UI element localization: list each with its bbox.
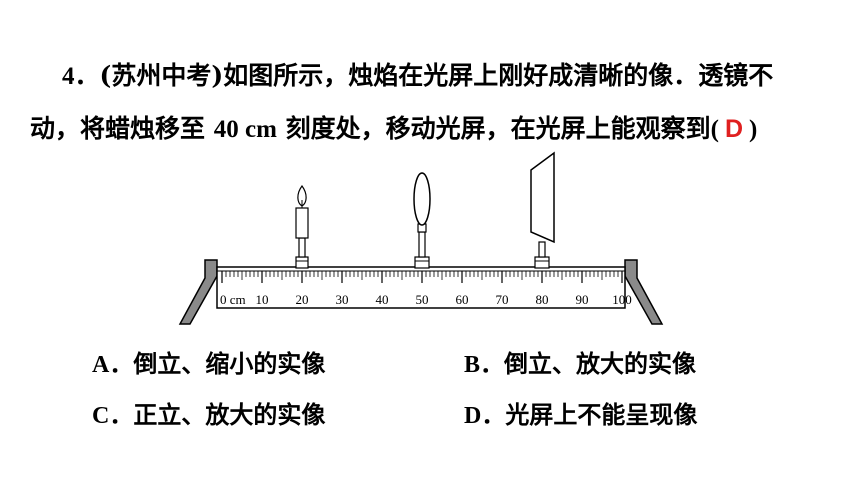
lens-assembly <box>413 172 431 269</box>
light-screen <box>530 151 555 244</box>
scale-label: 20 <box>296 292 309 307</box>
question-line-2: 动，将蜡烛移至 40 cm 刻度处，移动光屏，在光屏上能观察到(D) <box>30 109 757 145</box>
answer-paren-open: ( <box>710 116 719 143</box>
option-c: C．正立、放大的实像 <box>92 400 326 429</box>
scale-label: 60 <box>456 292 469 307</box>
option-b-text: 倒立、放大的实像 <box>504 349 697 378</box>
ruler-ticks <box>221 271 623 283</box>
question-source: (苏州中考) <box>99 61 224 90</box>
scale-label: 100 <box>612 292 632 307</box>
question-text-2a: 动，将蜡烛移至 <box>30 114 206 143</box>
question-text-2b: 刻度处，移动光屏，在光屏上能观察到 <box>285 114 711 143</box>
scale-label: 50 <box>416 292 429 307</box>
left-support <box>178 259 218 325</box>
candle-stand <box>298 237 306 258</box>
lens-stand <box>418 231 426 258</box>
bench-rail <box>216 266 626 309</box>
answer-letter: D <box>724 115 744 143</box>
ruler-labels: 0 cm 10 20 30 40 50 60 70 80 90 100 <box>220 292 632 307</box>
option-c-letter: C <box>92 403 110 429</box>
optical-bench-figure: 0 cm 10 20 30 40 50 60 70 80 90 100 <box>176 148 666 338</box>
optical-bench-drawing: 0 cm 10 20 30 40 50 60 70 80 90 100 <box>178 151 664 325</box>
lens-holder-base <box>414 256 430 269</box>
option-b-letter: B <box>464 352 481 378</box>
scale-unit-label: 0 cm <box>220 292 246 307</box>
scale-label: 70 <box>496 292 509 307</box>
scale-label: 10 <box>256 292 269 307</box>
screen-holder-base <box>534 256 550 269</box>
candle-holder-base <box>295 256 309 269</box>
option-b: B．倒立、放大的实像 <box>464 349 697 378</box>
option-a: A．倒立、缩小的实像 <box>92 349 326 378</box>
option-c-text: 正立、放大的实像 <box>133 400 326 429</box>
question-line-1: 4．(苏州中考)如图所示，烛焰在光屏上刚好成清晰的像．透镜不 <box>62 61 774 90</box>
screen-stand <box>538 241 546 258</box>
scale-label: 80 <box>536 292 549 307</box>
question-text-1: 如图所示，烛焰在光屏上刚好成清晰的像．透镜不 <box>223 61 774 90</box>
candle-body <box>295 207 309 239</box>
question-number: 4 <box>62 63 75 90</box>
option-d: D．光屏上不能呈现像 <box>464 400 698 429</box>
option-a-text: 倒立、缩小的实像 <box>133 349 326 378</box>
screen-assembly <box>530 151 555 269</box>
candle-assembly <box>295 184 309 269</box>
answer-paren-close: ) <box>749 116 758 143</box>
scale-label: 30 <box>336 292 349 307</box>
option-a-letter: A <box>92 352 110 378</box>
convex-lens <box>413 172 431 226</box>
scale-label: 40 <box>376 292 389 307</box>
question-distance: 40 cm <box>213 116 277 143</box>
option-d-letter: D <box>464 403 482 429</box>
scale-label: 90 <box>576 292 589 307</box>
option-d-text: 光屏上不能呈现像 <box>505 400 698 429</box>
